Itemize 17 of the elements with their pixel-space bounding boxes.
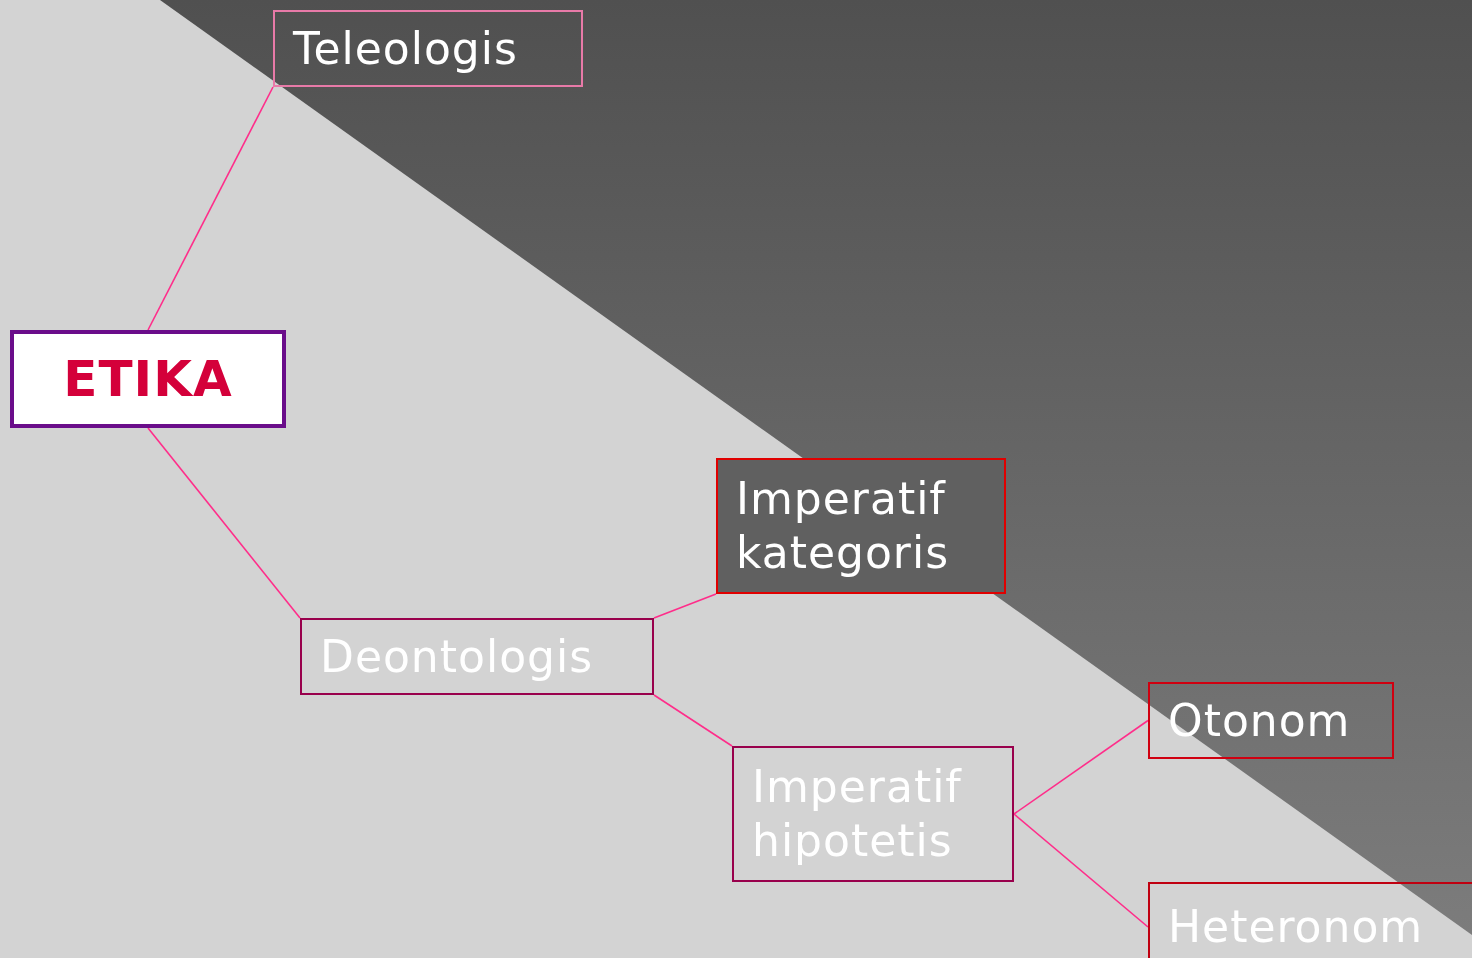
node-label: Otonom <box>1167 693 1351 748</box>
topic-box <box>1148 682 1394 759</box>
connector-line <box>1013 719 1149 815</box>
node-label: ETIKA <box>63 348 233 410</box>
node-label: Teleologis <box>292 21 518 76</box>
topic-box <box>716 458 1006 594</box>
connector-line <box>1013 813 1149 928</box>
node-label: Imperatif kategoris <box>735 472 951 580</box>
connector-line <box>653 694 733 747</box>
topic-box <box>1148 882 1472 958</box>
topic-box <box>273 10 583 87</box>
connector-line <box>653 593 717 619</box>
topic-box <box>10 330 286 428</box>
connector-line <box>147 427 301 619</box>
connector-line <box>147 86 274 331</box>
topic-box <box>732 746 1014 882</box>
topic-box <box>300 618 654 695</box>
